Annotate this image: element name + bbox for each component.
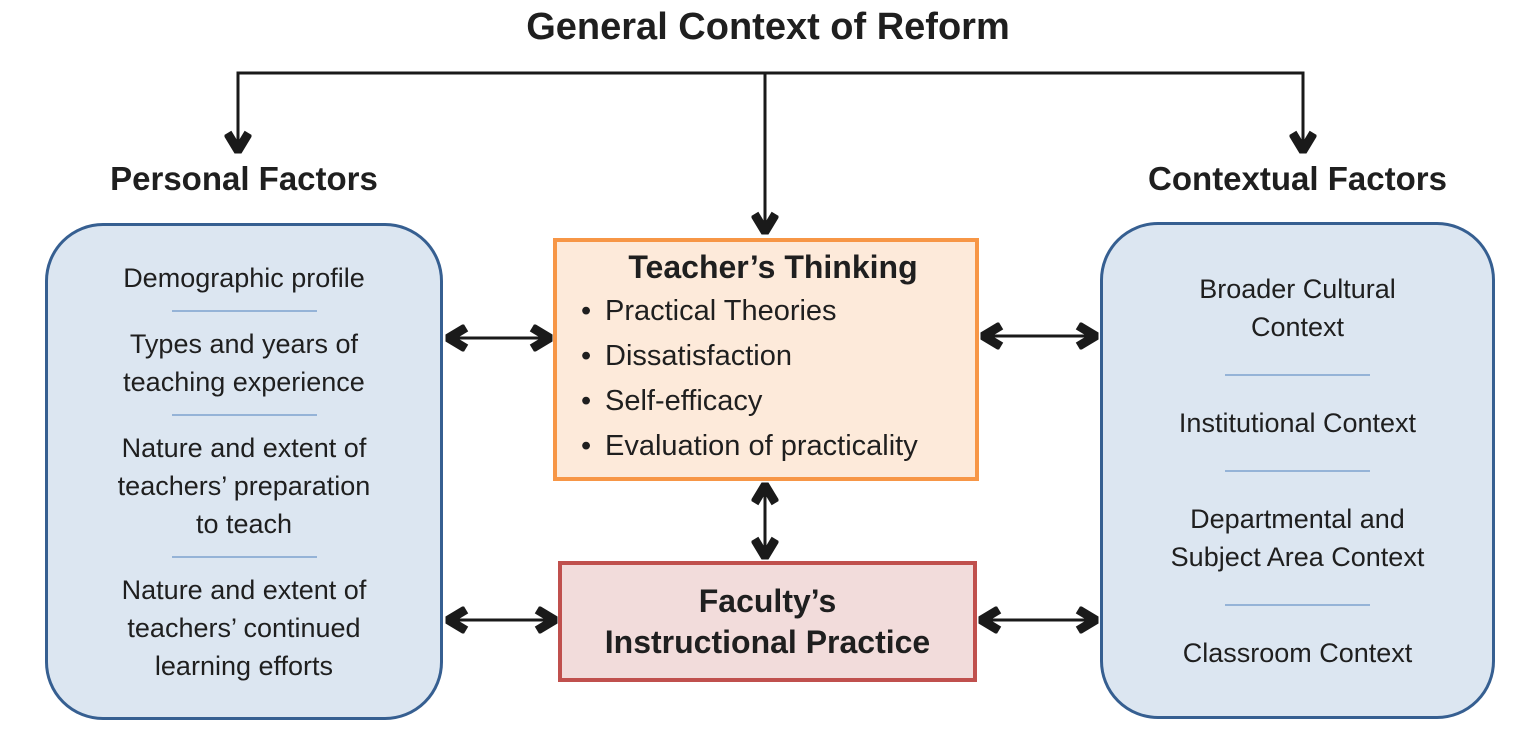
personal-factor-item: Nature and extent of teachers’ preparati… [117,432,371,539]
bullet-label: Self-efficacy [605,385,763,417]
bullet-icon: • [581,295,592,327]
reform-branch-connector [238,71,1303,149]
personal-factors-box: Demographic profile Types and years of t… [45,223,443,720]
personal-factor-item: Nature and extent of teachers’ continued… [121,574,367,681]
personal-factor-item: Demographic profile [123,262,365,293]
thinking-bullet-item: • Evaluation of practicality [581,424,965,469]
item-divider [1225,603,1370,606]
contextual-factor-item: Institutional Context [1178,407,1417,438]
contextual-factors-box: Broader Cultural Context Institutional C… [1100,222,1495,719]
contextual-factor-item: Classroom Context [1182,637,1413,668]
item-divider [171,555,317,558]
item-divider [171,309,317,312]
thinking-bullet-item: • Self-efficacy [581,379,965,424]
faculty-practice-box: Faculty’s Instructional Practice [558,561,977,682]
item-divider [171,413,317,416]
contextual-factor-item: Departmental and Subject Area Context [1170,503,1425,572]
personal-factor-item: Types and years of teaching experience [123,328,365,397]
bullet-icon: • [581,430,592,462]
contextual-factor-item: Broader Cultural Context [1199,273,1396,342]
personal-factors-heading: Personal Factors [110,160,378,197]
bullet-icon: • [581,385,592,417]
teachers-thinking-title: Teacher’s Thinking [628,249,918,285]
diagram-title: General Context of Reform [526,6,1010,48]
item-divider [1225,469,1370,472]
contextual-factors-heading: Contextual Factors [1148,160,1447,197]
item-divider [1225,373,1370,376]
bullet-label: Practical Theories [605,295,837,327]
faculty-practice-label: Faculty’s Instructional Practice [604,582,931,660]
bullet-label: Evaluation of practicality [605,430,918,462]
thinking-bullet-item: • Dissatisfaction [581,334,965,379]
teachers-thinking-box: Teacher’s Thinking • Practical Theories … [553,238,979,481]
bullet-label: Dissatisfaction [605,340,792,372]
thinking-bullet-item: • Practical Theories [581,289,965,334]
bullet-icon: • [581,340,592,372]
